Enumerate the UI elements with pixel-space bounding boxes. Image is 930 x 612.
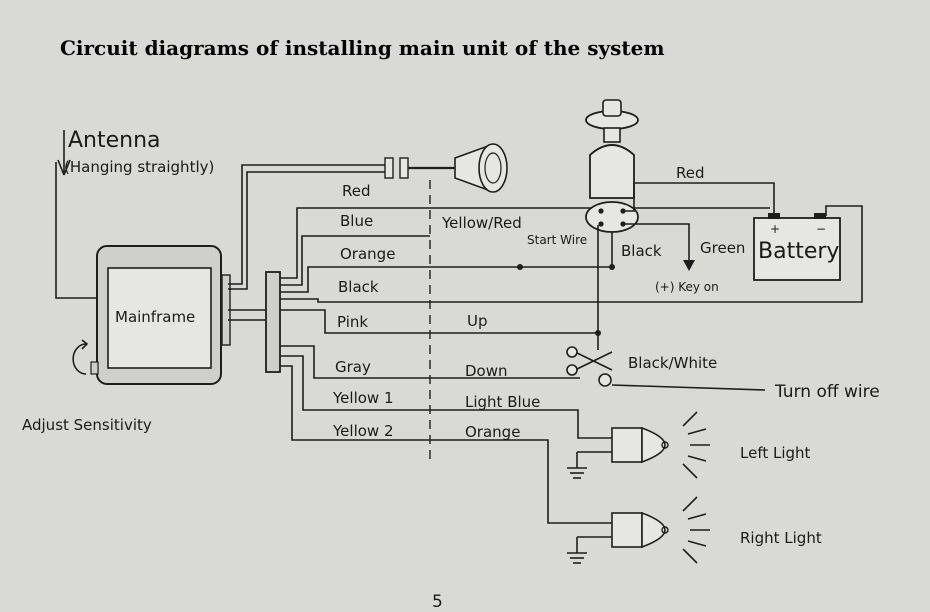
battery-plus-sign: + bbox=[770, 222, 780, 236]
right-light-label: Right Light bbox=[740, 529, 822, 547]
wire-label-pink: Pink bbox=[337, 313, 368, 331]
key-on-label: (+) Key on bbox=[655, 280, 719, 294]
ignition-wires bbox=[517, 182, 775, 336]
antenna-symbol bbox=[55, 130, 100, 299]
ignition-label-green: Green bbox=[700, 239, 745, 257]
battery-symbol bbox=[753, 213, 841, 281]
vehicle-wire-label-down: Down bbox=[465, 362, 508, 380]
mainframe-wires bbox=[280, 205, 863, 524]
adjust-sensitivity-label: Adjust Sensitivity bbox=[22, 416, 152, 434]
antenna-label: Antenna bbox=[68, 128, 161, 153]
right-light-icon bbox=[567, 496, 710, 564]
turn-off-wire-label: Turn off wire bbox=[774, 382, 880, 402]
left-light-label: Left Light bbox=[740, 444, 811, 462]
vehicle-wire-label-light-blue: Light Blue bbox=[465, 393, 540, 411]
battery-label: Battery bbox=[758, 239, 839, 264]
antenna-note: (Hanging straightly) bbox=[64, 158, 214, 176]
siren-horn-icon bbox=[454, 143, 508, 193]
wire-connector bbox=[265, 271, 281, 373]
wire-label-yellow-1: Yellow 1 bbox=[332, 389, 394, 407]
sensitivity-knob-icon bbox=[72, 339, 99, 375]
ignition-key-switch-icon bbox=[585, 99, 639, 233]
ignition-label-red: Red bbox=[676, 164, 705, 182]
black-white-label: Black/White bbox=[628, 354, 717, 372]
left-light-icon bbox=[567, 411, 710, 479]
ignition-label-black: Black bbox=[621, 242, 662, 260]
vehicle-wire-label-yellow-red: Yellow/Red bbox=[441, 214, 522, 232]
siren-wiring bbox=[228, 157, 455, 290]
vehicle-wire-label-up: Up bbox=[467, 312, 488, 330]
page-number: 5 bbox=[432, 592, 443, 612]
scissors-icon bbox=[566, 333, 613, 387]
start-wire-label: Start Wire bbox=[527, 233, 587, 247]
wire-label-yellow-2: Yellow 2 bbox=[332, 422, 394, 440]
mainframe-label: Mainframe bbox=[115, 308, 195, 326]
vehicle-wire-label-orange: Orange bbox=[465, 423, 520, 441]
wire-label-orange: Orange bbox=[340, 245, 395, 263]
wire-label-red: Red bbox=[342, 182, 371, 200]
wire-label-black: Black bbox=[338, 278, 379, 296]
wire-label-gray: Gray bbox=[335, 358, 371, 376]
battery-minus-sign: − bbox=[816, 222, 826, 236]
mainframe-unit bbox=[96, 245, 231, 385]
page-title: Circuit diagrams of installing main unit… bbox=[60, 36, 665, 60]
wire-label-blue: Blue bbox=[340, 212, 373, 230]
